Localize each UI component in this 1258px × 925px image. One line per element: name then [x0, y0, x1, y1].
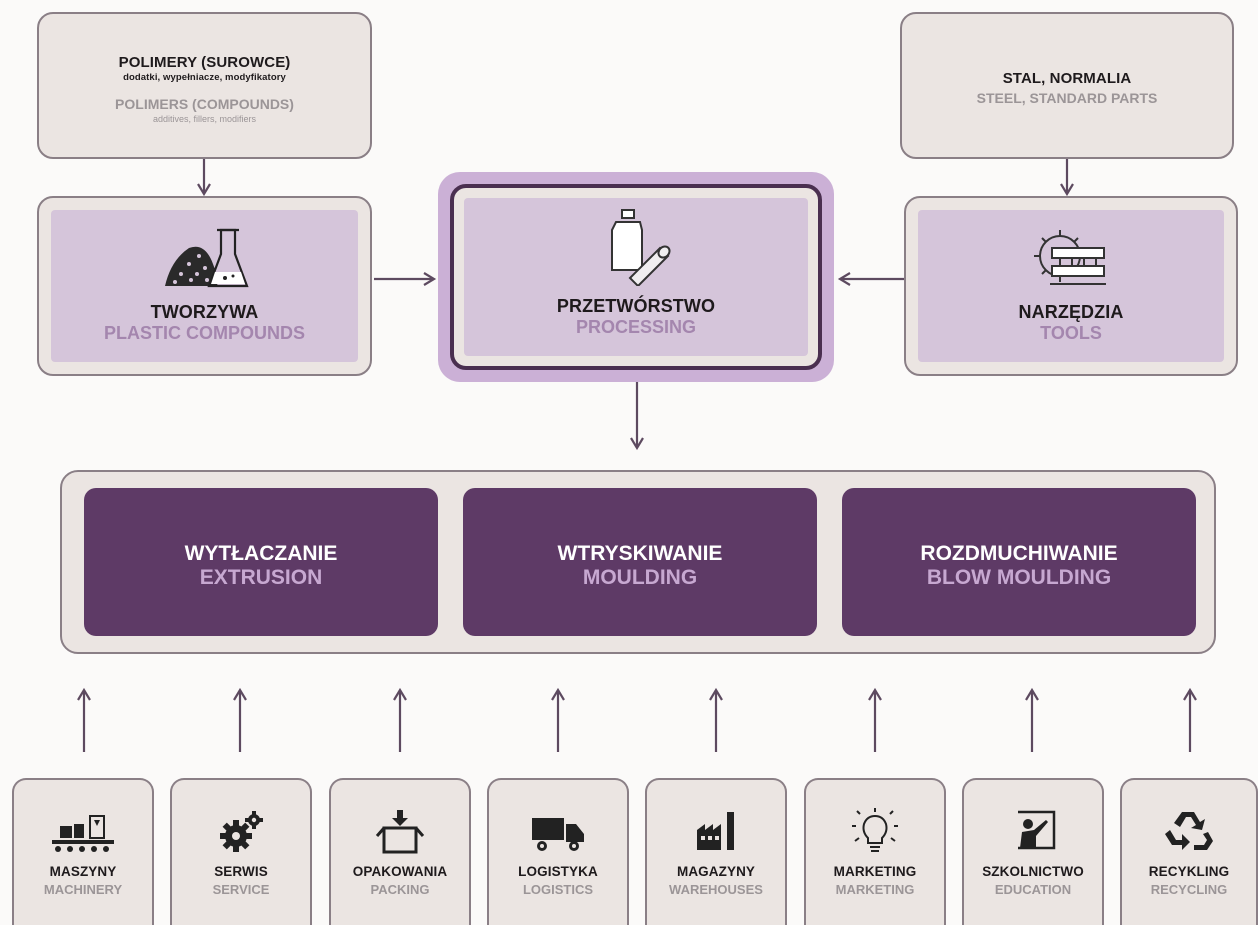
tools-label-en: TOOLS: [1040, 323, 1102, 343]
method-extrusion: WYTŁACZANIE EXTRUSION: [84, 488, 438, 636]
service-education-pl: SZKOLNICTWO: [982, 864, 1084, 879]
method-moulding: WTRYSKIWANIE MOULDING: [463, 488, 817, 636]
service-education: SZKOLNICTWO EDUCATION: [962, 778, 1104, 925]
service-machinery: MASZYNY MACHINERY: [12, 778, 154, 925]
granules-flask-icon: [165, 228, 249, 288]
polymers-sub-en: additives, fillers, modifiers: [152, 114, 257, 124]
gear-mould-icon: [1034, 230, 1106, 285]
service-packing: OPAKOWANIA PACKING: [329, 778, 471, 925]
compounds-box: TWORZYWA PLASTIC COMPOUNDS: [37, 196, 372, 376]
service-service-en: SERVICE: [212, 882, 270, 897]
service-logistics-en: LOGISTICS: [522, 882, 594, 897]
compounds-panel: TWORZYWA PLASTIC COMPOUNDS: [51, 210, 358, 362]
service-warehouses-pl: MAGAZYNY: [676, 864, 756, 879]
method-extrusion-pl: WYTŁACZANIE: [184, 542, 338, 565]
service-machinery-pl: MASZYNY: [49, 864, 117, 879]
box-icon: [375, 810, 425, 854]
methods-container: WYTŁACZANIE EXTRUSION WTRYSKIWANIE MOULD…: [60, 470, 1216, 654]
tools-box: NARZĘDZIA TOOLS: [904, 196, 1238, 376]
polymers-title-pl: POLIMERY (SUROWCE): [118, 54, 291, 71]
polymers-title-en: POLIMERS (COMPOUNDS): [115, 96, 294, 112]
processing-box: PRZETWÓRSTWO PROCESSING: [450, 184, 822, 370]
service-logistics: LOGISTYKA LOGISTICS: [487, 778, 629, 925]
service-packing-en: PACKING: [370, 882, 430, 897]
method-blow-moulding: ROZDMUCHIWANIE BLOW MOULDING: [842, 488, 1196, 636]
service-recycling: RECYKLING RECYCLING: [1120, 778, 1258, 925]
service-marketing-en: MARKETING: [835, 882, 915, 897]
processing-label-pl: PRZETWÓRSTWO: [556, 296, 716, 316]
bottle-pipe-icon: [611, 209, 671, 286]
factory-icon: [697, 812, 734, 850]
tools-label-pl: NARZĘDZIA: [1018, 302, 1124, 322]
polymers-sub-pl: dodatki, wypełniacze, modyfikatory: [123, 72, 286, 83]
service-warehouses-en: WAREHOUSES: [669, 882, 763, 897]
service-logistics-pl: LOGISTYKA: [518, 864, 598, 879]
service-marketing: MARKETING MARKETING: [804, 778, 946, 925]
service-education-en: EDUCATION: [994, 882, 1072, 897]
service-recycling-en: RECYCLING: [1150, 882, 1228, 897]
service-warehouses: MAGAZYNY WAREHOUSES: [645, 778, 787, 925]
processing-label-en: PROCESSING: [575, 317, 697, 337]
service-marketing-pl: MARKETING: [833, 864, 917, 879]
method-moulding-pl: WTRYSKIWANIE: [557, 542, 723, 565]
service-recycling-pl: RECYKLING: [1148, 864, 1230, 879]
steel-title-en: STEEL, STANDARD PARTS: [976, 90, 1158, 106]
recycle-icon: [1165, 812, 1213, 850]
gears-icon: [220, 811, 263, 852]
processing-panel: PRZETWÓRSTWO PROCESSING: [464, 198, 808, 356]
service-machinery-en: MACHINERY: [43, 882, 123, 897]
method-blow-moulding-pl: ROZDMUCHIWANIE: [920, 542, 1118, 565]
truck-icon: [532, 818, 584, 851]
method-blow-moulding-en: BLOW MOULDING: [926, 566, 1112, 589]
method-extrusion-en: EXTRUSION: [199, 566, 323, 589]
compounds-label-pl: TWORZYWA: [150, 302, 259, 322]
polymers-box: POLIMERY (SUROWCE) dodatki, wypełniacze,…: [37, 12, 372, 159]
steel-title-pl: STAL, NORMALIA: [1002, 70, 1132, 87]
method-moulding-en: MOULDING: [582, 566, 698, 589]
tools-panel: NARZĘDZIA TOOLS: [918, 210, 1224, 362]
compounds-label-en: PLASTIC COMPOUNDS: [103, 323, 305, 343]
service-service-pl: SERWIS: [214, 864, 268, 879]
conveyor-icon: [52, 815, 114, 852]
teacher-icon: [1018, 810, 1056, 850]
service-packing-pl: OPAKOWANIA: [352, 864, 448, 879]
service-service: SERWIS SERVICE: [170, 778, 312, 925]
lightbulb-icon: [852, 808, 898, 852]
steel-box: STAL, NORMALIA STEEL, STANDARD PARTS: [900, 12, 1234, 159]
